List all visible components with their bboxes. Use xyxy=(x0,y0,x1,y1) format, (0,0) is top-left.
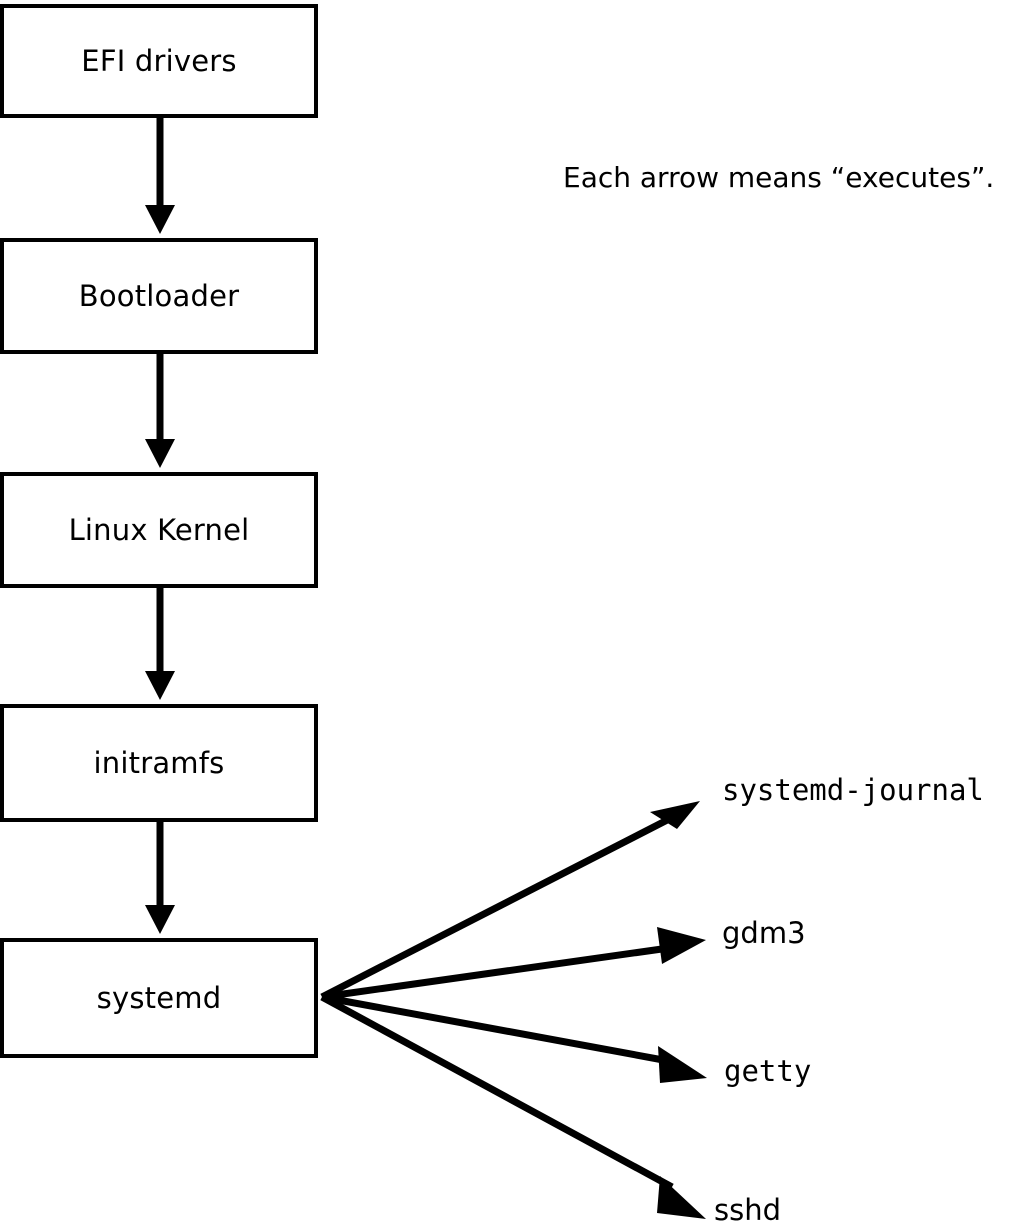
node-label-bootloader: Bootloader xyxy=(78,278,240,313)
arrow-initramfs-to-systemd xyxy=(145,822,175,934)
leaf-label-systemd-journal[interactable]: systemd-journal xyxy=(722,773,984,807)
node-label-initramfs: initramfs xyxy=(93,745,225,780)
node-initramfs[interactable]: initramfs xyxy=(0,704,318,822)
leaf-label-sshd[interactable]: sshd xyxy=(714,1193,782,1227)
arrow-kernel-to-initramfs xyxy=(145,588,175,700)
node-label-linux-kernel: Linux Kernel xyxy=(68,512,250,547)
fanout-arrow-group xyxy=(320,801,707,1219)
arrow-efi-to-bootloader xyxy=(145,118,175,234)
arrow-systemd-to-systemd-journal xyxy=(320,801,700,1001)
node-label-efi-drivers: EFI drivers xyxy=(81,43,237,78)
node-efi-drivers[interactable]: EFI drivers xyxy=(0,4,318,118)
arrow-systemd-to-sshd xyxy=(320,993,706,1219)
node-linux-kernel[interactable]: Linux Kernel xyxy=(0,472,318,588)
leaf-label-gdm3[interactable]: gdm3 xyxy=(722,916,806,950)
leaf-label-getty[interactable]: getty xyxy=(724,1054,812,1088)
chain-arrow-group xyxy=(145,118,175,934)
node-label-systemd: systemd xyxy=(96,980,222,1015)
arrow-systemd-to-gdm3 xyxy=(321,927,706,1001)
node-bootloader[interactable]: Bootloader xyxy=(0,238,318,354)
arrow-bootloader-to-kernel xyxy=(145,354,175,468)
node-systemd[interactable]: systemd xyxy=(0,938,318,1058)
diagram-caption: Each arrow means “executes”. xyxy=(563,161,995,194)
arrow-systemd-to-getty xyxy=(321,993,707,1083)
